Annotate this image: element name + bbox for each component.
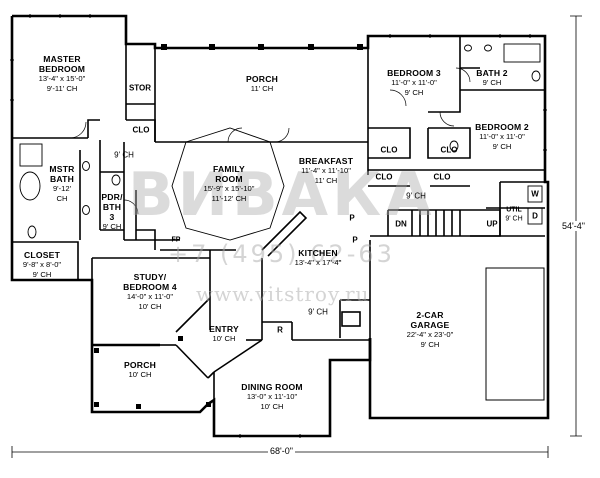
label-pantry: P [349, 213, 355, 223]
label-clo-hall: CLO [132, 125, 150, 135]
label-clo-lower-a: CLO [375, 172, 393, 182]
watermark-logo: ВИВАКА [128, 160, 436, 230]
room-study: STUDY/ BEDROOM 4 14'-0" x 11'-0" 10' CH [123, 272, 177, 311]
label-hall-ch: 9' CH [114, 150, 134, 160]
label-stairs-down: DN [395, 219, 407, 229]
label-washer: W [531, 189, 539, 199]
watermark-url: www.vitstroy.ru [196, 282, 370, 306]
room-breakfast: BREAKFAST 11'-4" x 11'-10" 11' CH [298, 156, 354, 185]
room-pdr-bth: PDR/ BTH 3 9' CH [101, 192, 123, 231]
room-bedroom-3: BEDROOM 3 11'-0" x 11'-0" 9' CH [387, 68, 441, 97]
door-swings [69, 67, 471, 215]
label-clo-lower-b: CLO [433, 172, 451, 182]
label-stor: STOR [128, 83, 152, 93]
label-garage-pantry: P [352, 235, 358, 245]
label-clo-b2: CLO [440, 145, 458, 155]
room-dining: DINING ROOM 13'-0" x 11'-10" 10' CH [241, 382, 303, 411]
dimension-lines [11, 15, 582, 458]
porch-columns [94, 44, 363, 409]
label-stairs-up: UP [486, 219, 498, 229]
room-closet: CLOSET 9'-8" x 8'-0" 9' CH [22, 250, 62, 279]
room-entry: ENTRY 10' CH [209, 324, 239, 343]
room-bedroom-2: BEDROOM 2 11'-0" x 11'-0" 9' CH [475, 122, 529, 151]
garage-door [485, 267, 545, 401]
room-porch-front: PORCH 10' CH [123, 360, 157, 379]
label-refrigerator: R [277, 325, 283, 335]
dimension-depth: 54'-4" [560, 221, 587, 231]
label-util-ch: 9' CH [505, 215, 523, 223]
room-garage: 2-CAR GARAGE 22'-4" x 23'-0" 9' CH [406, 310, 454, 349]
bath-fixtures [19, 43, 543, 239]
room-porch-rear: PORCH 11' CH [245, 74, 279, 93]
interior-walls [12, 36, 545, 400]
window-marks [10, 14, 547, 438]
label-dryer: D [532, 211, 538, 221]
room-bath-2: BATH 2 9' CH [476, 68, 508, 87]
room-kitchen-ceiling: 9' CH [308, 307, 328, 317]
room-kitchen: KITCHEN 13'-4" x 17'-4" [294, 248, 342, 267]
label-hall2-ch: 9' CH [406, 191, 426, 201]
dimension-width: 68'-0" [268, 446, 295, 456]
family-room-ceiling [171, 127, 285, 241]
room-master-bedroom: MASTER BEDROOM 13'-4" x 15'-0" 9'-11' CH [38, 54, 86, 93]
room-mstr-bath: MSTR BATH 9'-12' CH [49, 164, 75, 203]
label-util: UTIL [506, 206, 522, 214]
label-fireplace: FP [171, 236, 181, 244]
watermark-phone: +7 (495) 62-63 [168, 240, 395, 268]
room-family-room: FAMILY ROOM 15'-9" x 15'-10" 11'-12' CH [203, 164, 255, 203]
label-clo-b3: CLO [380, 145, 398, 155]
